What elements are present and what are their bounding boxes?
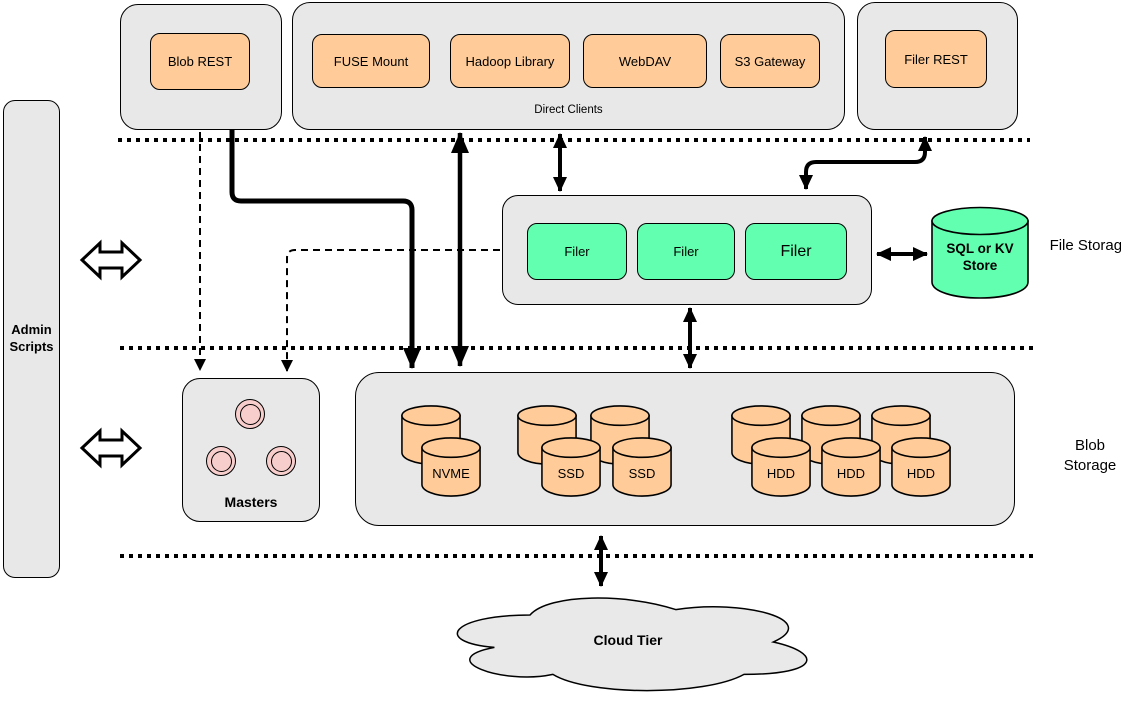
fuse-mount-node: FUSE Mount xyxy=(312,34,430,88)
webdav-label: WebDAV xyxy=(618,53,672,69)
hdd-label-1: HDD xyxy=(766,466,796,481)
hadoop-library-label: Hadoop Library xyxy=(465,53,555,69)
master-node-1 xyxy=(235,399,265,429)
direct-clients-caption: Direct Clients xyxy=(534,104,603,116)
filer-label-3: Filer xyxy=(780,242,812,260)
cloud-tier-label: Cloud Tier xyxy=(593,632,663,648)
master-node-2-core xyxy=(210,450,232,472)
filer-node-2: Filer xyxy=(637,223,735,280)
nvme-label: NVME xyxy=(432,466,470,481)
filer-label-1: Filer xyxy=(564,244,590,259)
master-node-3-core xyxy=(270,450,292,472)
hdd-cylinder-2: HDD xyxy=(820,436,882,498)
filer-rest-node: Filer REST xyxy=(885,30,987,88)
filer-rest-label: Filer REST xyxy=(904,51,968,67)
s3-gateway-node: S3 Gateway xyxy=(720,34,820,88)
blob-rest-node: Blob REST xyxy=(150,33,250,90)
hadoop-library-node: Hadoop Library xyxy=(450,34,570,88)
cloud-tier-shape: Cloud Tier xyxy=(432,588,824,700)
blob-rest-label: Blob REST xyxy=(167,54,233,69)
tier-separator-bottom xyxy=(120,554,1036,558)
filer-node-3: Filer xyxy=(745,223,847,280)
s3-gateway-label: S3 Gateway xyxy=(734,53,806,69)
webdav-node: WebDAV xyxy=(583,34,707,88)
master-node-1-core xyxy=(239,403,261,425)
masters-label: Masters xyxy=(224,494,278,510)
masters-container xyxy=(182,378,320,522)
ssd-cylinder-1: SSD xyxy=(540,436,602,498)
ssd-label-1: SSD xyxy=(557,466,585,481)
hdd-cylinder-3: HDD xyxy=(890,436,952,498)
metadata-store-label: SQL or KV Store xyxy=(946,241,1014,273)
filer-label-2: Filer xyxy=(673,244,699,259)
blob-rest-to-volumes-arrow xyxy=(229,130,421,369)
filers-to-masters-arrow xyxy=(281,249,500,372)
hdd-cylinder-1: HDD xyxy=(750,436,812,498)
file-storage-section-label: File Storage xyxy=(1049,237,1121,254)
tier-separator-top xyxy=(118,138,1030,142)
fuse-mount-label: FUSE Mount xyxy=(333,53,409,69)
tier-separator-middle xyxy=(120,346,1036,350)
master-node-2 xyxy=(206,446,236,476)
filer-rest-to-filers-arrow xyxy=(799,136,932,190)
admin-file-storage-arrow xyxy=(79,239,143,281)
hdd-label-2: HDD xyxy=(836,466,866,481)
hdd-label-3: HDD xyxy=(906,466,936,481)
filer-node-1: Filer xyxy=(527,223,627,280)
admin-blob-storage-arrow xyxy=(79,427,143,469)
blob-storage-section-label: Blob Storage xyxy=(1063,437,1117,475)
ssd-cylinder-2: SSD xyxy=(611,436,673,498)
master-node-3 xyxy=(266,446,296,476)
nvme-cylinder: NVME xyxy=(420,436,482,498)
admin-scripts-box: Admin Scripts xyxy=(3,100,60,578)
metadata-store-cylinder: SQL or KV Store xyxy=(930,205,1030,300)
ssd-label-2: SSD xyxy=(628,466,656,481)
admin-scripts-label: Admin Scripts xyxy=(9,322,54,354)
